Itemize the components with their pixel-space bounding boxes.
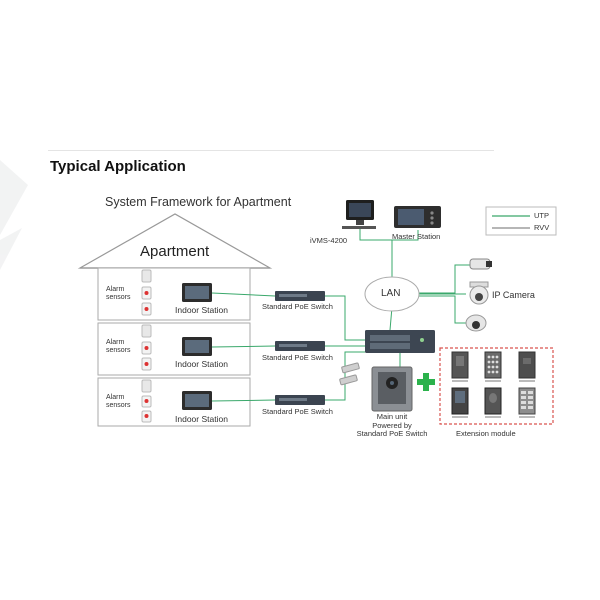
indoor-station-label: Indoor Station (175, 414, 228, 424)
heading-rule (48, 150, 494, 151)
core-poe-switch-icon (365, 330, 435, 353)
display-module-icon (451, 387, 469, 415)
ip-camera-label: IP Camera (492, 290, 535, 300)
poe-switch-icon (275, 291, 325, 301)
main-unit-label-line: Main unit (376, 412, 408, 421)
alarm-sensors-icon (141, 324, 152, 371)
plus-icon (417, 373, 435, 391)
main-unit-label: Main unit Powered by Standard PoE Switch (352, 412, 432, 439)
master-station-icon (394, 206, 441, 228)
fingerprint-module-icon (484, 387, 502, 415)
lan-cloud (364, 276, 420, 312)
poe-switch-icon (275, 341, 325, 351)
indoor-station-icon (182, 391, 212, 410)
extension-module-icon (451, 351, 469, 379)
lock-device-icon (339, 362, 360, 386)
floor-box-2 (97, 322, 251, 376)
indoor-station-icon (182, 283, 212, 302)
indoor-station-icon (182, 337, 212, 356)
page-heading: Typical Application (50, 158, 186, 175)
poe-switch-icon (275, 395, 325, 405)
framework-title: System Framework for Apartment (105, 195, 292, 209)
dome-camera-icon (465, 314, 487, 332)
bullet-camera-icon (469, 258, 492, 270)
alarm-sensors-label: Alarm sensors (106, 286, 131, 301)
legend-box (485, 206, 557, 236)
ivms-label: iVMS-4200 (310, 236, 348, 245)
utp-links (211, 227, 470, 402)
indoor-station-label: Indoor Station (175, 359, 228, 369)
card-reader-module-icon (518, 351, 536, 379)
lan-label: LAN (381, 288, 401, 299)
main-unit-icon (371, 366, 413, 412)
main-unit-label-line: Standard PoE Switch (356, 429, 428, 438)
poe-switch-label: Standard PoE Switch (262, 353, 333, 362)
keypad-module-icon (484, 351, 502, 379)
poe-switch-label: Standard PoE Switch (262, 302, 333, 311)
watermark-shape (0, 160, 28, 270)
building-label: Apartment (140, 243, 210, 260)
indoor-station-label: Indoor Station (175, 305, 228, 315)
button-module-icon (518, 387, 536, 415)
computer-icon (342, 200, 376, 229)
alarm-sensors-icon (141, 269, 152, 316)
legend-utp-label: UTP (534, 211, 549, 220)
main-unit-label-line: Powered by (372, 420, 412, 430)
master-station-label: Master Station (392, 232, 441, 241)
alarm-sensors-label: Alarm sensors (106, 339, 131, 354)
floor-box-3 (97, 377, 251, 427)
alarm-sensors-label: Alarm sensors (106, 394, 131, 409)
poe-switch-label: Standard PoE Switch (262, 407, 333, 416)
legend-rvv-label: RVV (534, 223, 550, 232)
ptz-camera-icon (469, 281, 489, 305)
extension-module-label: Extension module (456, 429, 516, 438)
alarm-sensors-icon (141, 379, 152, 423)
